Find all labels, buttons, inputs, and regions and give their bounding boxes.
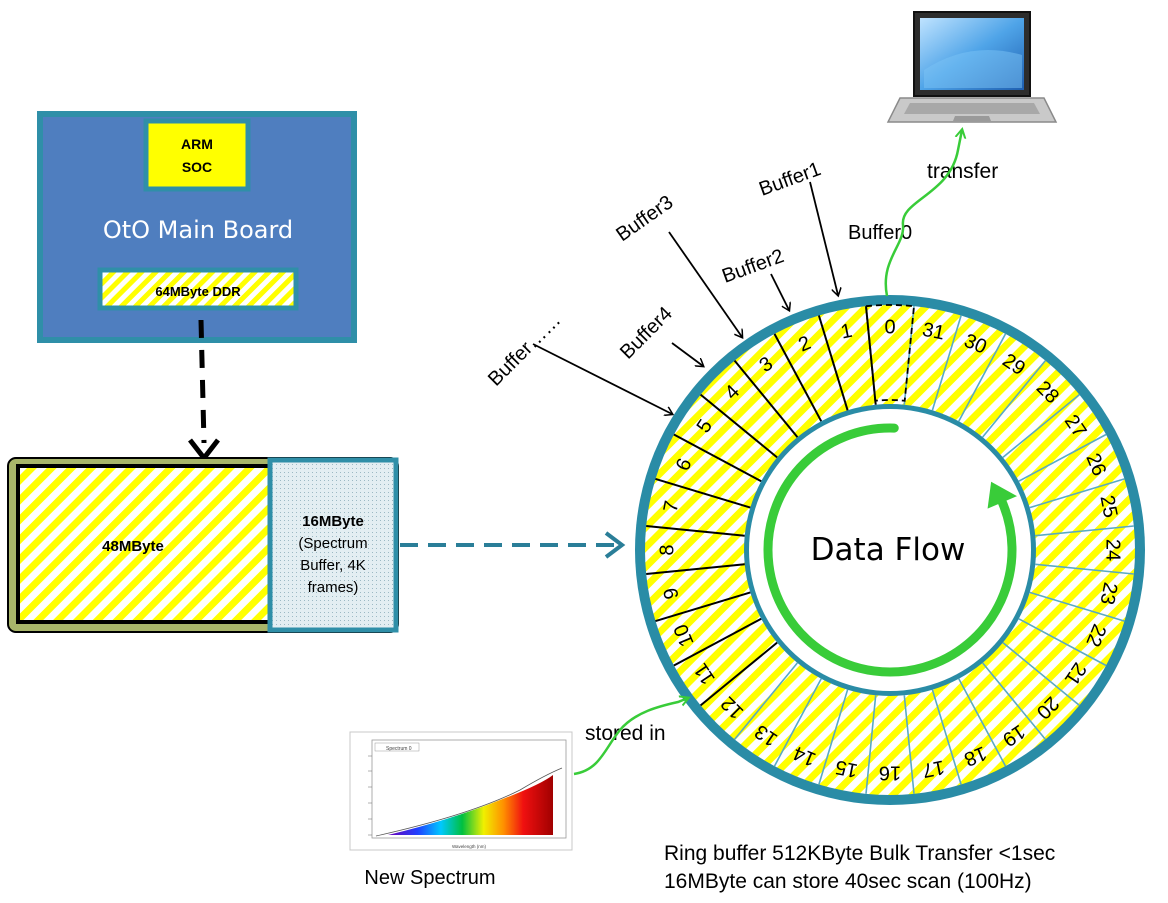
buffer-more-label: Buffer…… — [484, 309, 565, 390]
buffer4-pointer — [671, 342, 703, 366]
ring-segment-divider — [1018, 618, 1107, 667]
memory-right-label-line2: (Spectrum — [298, 535, 367, 552]
ring-segment-label: 24 — [1102, 539, 1124, 561]
ring-segment-divider — [646, 525, 745, 537]
ring-segment-divider — [1018, 433, 1107, 482]
ring-segment-divider — [818, 689, 849, 785]
data-flow-arrow — [763, 423, 1017, 677]
buffer0-label: Buffer0 — [848, 222, 912, 244]
ring-segment-divider — [655, 591, 751, 623]
ddr-chip: 64MByte DDR — [97, 267, 299, 311]
spectrum-xlabel: Wavelength (nm) — [452, 844, 487, 849]
buffer3-pointer — [668, 231, 742, 337]
ring-segment-divider — [981, 360, 1047, 438]
ring-segment-label: 23 — [1095, 580, 1121, 606]
ring-segment-divider — [1029, 591, 1125, 622]
ring-segment-divider — [773, 333, 823, 422]
data-flow-arrowhead — [987, 481, 1018, 509]
memory-right-label-line3: Buffer, 4K — [300, 557, 366, 574]
ring-segment-divider — [699, 393, 778, 459]
memory-left-label: 48MByte — [102, 538, 164, 555]
ring-segment-divider — [673, 433, 762, 483]
ring-segment-label: 7 — [660, 499, 684, 514]
transfer-arrow — [884, 130, 962, 297]
buffer-more-pointer — [532, 343, 672, 414]
note-line1: Ring buffer 512KByte Bulk Transfer <1sec — [664, 842, 1055, 865]
buffer0-highlight — [865, 304, 915, 402]
ring-segment-divider — [931, 315, 962, 411]
buffer1-pointer — [809, 181, 838, 295]
ddr-label: 64MByte DDR — [155, 284, 241, 299]
ring-segment-label: 16 — [879, 762, 901, 784]
ring-segment-divider — [655, 477, 751, 509]
memory-right-label-line1: 16MByte — [302, 513, 364, 530]
stored-in-label: stored in — [585, 722, 666, 745]
spectrum-axis-ticks — [368, 755, 372, 836]
spectrum-caption: New Spectrum — [364, 867, 495, 889]
ring-segment-divider — [733, 359, 799, 438]
ring-segment-label: 9 — [660, 586, 684, 601]
ring-segment-divider — [1029, 478, 1125, 509]
stored-in-arrow — [573, 698, 688, 776]
ring-segment-divider — [1002, 641, 1080, 707]
spectrum-curve — [375, 767, 563, 837]
ring-segment-label: 31 — [920, 319, 946, 345]
data-flow-label: Data Flow — [811, 532, 966, 568]
memory-split-block: 48MByte 16MByte (Spectrum Buffer, 4K fra… — [7, 457, 399, 633]
main-board-title: OtO Main Board — [103, 216, 293, 244]
transfer-label: transfer — [927, 160, 998, 183]
ring-segment-divider — [699, 641, 778, 707]
ring-segment-divider — [1035, 525, 1134, 537]
ring-segment-divider — [865, 695, 877, 794]
buffer3-label: Buffer3 — [612, 191, 677, 246]
spectrum-legend: Spectrum 0 — [386, 746, 412, 752]
ring-segment-label: 17 — [920, 755, 946, 781]
ring-segment-divider — [733, 662, 799, 740]
ring-segment-divider — [981, 662, 1047, 740]
soc-label-line1: ARM — [181, 136, 213, 152]
ring-segment-divider — [931, 689, 962, 785]
memory-right-label-line4: frames) — [308, 579, 359, 596]
memory-to-ring-arrow — [400, 531, 626, 559]
ring-segment-divider — [958, 333, 1007, 422]
ring-segment-label: 0 — [884, 316, 895, 338]
ring-segment-divider — [646, 563, 745, 575]
ring-segment-label: 15 — [834, 755, 860, 781]
laptop-icon — [886, 11, 1058, 123]
ring-segment-label: 25 — [1095, 493, 1121, 519]
ring-segment-divider — [817, 315, 849, 411]
buffer4-label: Buffer4 — [616, 303, 677, 364]
main-board: ARM SOC OtO Main Board 64MByte DDR — [37, 111, 357, 343]
note-line2: 16MByte can store 40sec scan (100Hz) — [664, 870, 1032, 893]
spectrum-fill — [388, 775, 553, 835]
ring-segment-label: 1 — [839, 320, 854, 344]
ring-segment-divider — [773, 678, 822, 767]
ring-segment-label: 8 — [656, 544, 678, 555]
arm-soc-chip: ARM SOC — [143, 118, 251, 192]
ring-segment-divider — [1002, 393, 1080, 459]
soc-label-line2: SOC — [182, 159, 212, 175]
ring-segment-divider — [673, 617, 762, 667]
ring-segment-divider — [1035, 563, 1134, 575]
spectrum-thumbnail: Spectrum 0 Wavelength (nm) — [349, 731, 573, 851]
buffer2-label: Buffer2 — [719, 245, 787, 288]
ring-segment-divider — [958, 678, 1007, 767]
ring-segment-divider — [903, 695, 915, 794]
buffer2-pointer — [770, 273, 789, 310]
